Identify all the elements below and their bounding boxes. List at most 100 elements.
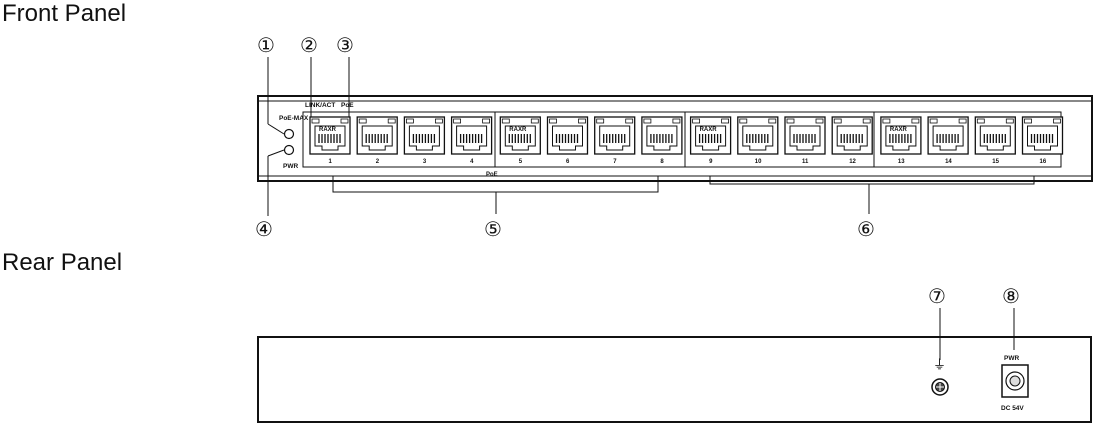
port-opening: [742, 125, 774, 151]
front-callouts: ① ② ③ ④ ⑤ ⑥: [255, 35, 1035, 241]
port-led: [768, 118, 777, 124]
port-number: 4: [470, 159, 474, 165]
port-led: [882, 118, 891, 124]
port-led: [530, 118, 539, 124]
rear-panel: ⏚ PWR DC 54V: [257, 336, 1092, 423]
port-opening: [1027, 125, 1058, 151]
port-number: 11: [802, 159, 809, 165]
port-led: [1005, 118, 1014, 124]
port-led: [1053, 118, 1061, 124]
rear-pwr-label: PWR: [1004, 355, 1019, 362]
callout-1: ①: [257, 35, 275, 57]
port-led: [786, 118, 795, 124]
poe-max-label: PoE-MAX: [279, 115, 309, 122]
port-number: 2: [376, 159, 380, 165]
poe-max-led: [283, 128, 295, 140]
bracket-uplink-ports: [709, 176, 1035, 185]
leader-line: [267, 149, 285, 157]
rj45-port: 6: [546, 116, 589, 165]
port-brand-label: RAXR: [700, 127, 718, 133]
port-brand-label: RAXR: [319, 127, 337, 133]
pwr-led: [283, 144, 295, 156]
port-led: [862, 118, 871, 124]
port-number: 16: [1040, 159, 1047, 165]
port-led: [358, 118, 367, 124]
rj45-port: 15: [974, 116, 1016, 165]
port-led: [311, 118, 320, 124]
port-number: 12: [849, 159, 856, 165]
port-led: [578, 118, 586, 124]
port-opening: [836, 125, 868, 151]
callout-2: ②: [300, 35, 318, 57]
callout-4: ④: [255, 219, 273, 241]
rj45-port: 8: [641, 116, 683, 165]
ground-symbol-icon: ⏚: [933, 357, 946, 372]
rj45-port: 12: [831, 116, 873, 165]
port-number: 7: [613, 159, 617, 165]
port-led: [911, 118, 920, 124]
port-led: [453, 118, 462, 124]
poe-led-label: PoE: [341, 102, 354, 109]
rear-chassis: [257, 336, 1092, 423]
port-led: [692, 118, 700, 124]
leader-line: [267, 123, 285, 135]
port-led: [340, 118, 349, 124]
port-number: 3: [423, 159, 427, 165]
rj45-port: RAXR 9: [689, 116, 732, 165]
port-led: [833, 118, 842, 124]
port-opening: [885, 125, 917, 151]
port-opening: [314, 125, 346, 151]
link-act-label: LINK/ACT: [305, 102, 335, 109]
port-led: [958, 118, 967, 124]
dc-jack-pin: [1009, 375, 1021, 387]
rj45-port: 10: [737, 116, 779, 165]
port-number: 6: [566, 159, 570, 165]
port-led: [721, 118, 729, 124]
port-number: 15: [992, 159, 999, 165]
port-led: [1024, 118, 1032, 124]
callout-6: ⑥: [857, 219, 875, 241]
port-opening: [361, 125, 393, 151]
port-led: [739, 118, 748, 124]
port-led: [405, 118, 414, 124]
port-led: [929, 118, 938, 124]
rj45-port: 7: [594, 116, 636, 165]
port-number: 1: [329, 159, 333, 165]
port-led: [976, 118, 985, 124]
port-led: [596, 118, 605, 124]
port-opening: [646, 125, 678, 151]
rear-callouts: ⑦ ⑧: [928, 286, 1020, 360]
port-opening: [552, 125, 583, 151]
port-opening: [599, 125, 631, 151]
port-opening: [504, 125, 536, 151]
rj45-port: 3: [403, 116, 446, 165]
rj45-port: 11: [784, 116, 826, 165]
port-number: 9: [709, 159, 713, 165]
port-led: [434, 118, 443, 124]
port-opening: [979, 125, 1011, 151]
port-brand-label: RAXR: [509, 127, 527, 133]
rj45-port: 16: [1021, 116, 1064, 165]
port-number: 10: [755, 159, 762, 165]
callout-7: ⑦: [928, 286, 946, 308]
port-led: [625, 118, 634, 124]
port-number: 8: [660, 159, 664, 165]
port-led: [482, 118, 491, 124]
port-number: 14: [945, 159, 952, 165]
front-panel-title: Front Panel: [2, 0, 127, 27]
pwr-label: PWR: [283, 163, 298, 170]
port-number: 5: [519, 159, 523, 165]
port-led: [672, 118, 681, 124]
port-number: 13: [898, 159, 905, 165]
poe-group-label: PoE: [486, 172, 498, 178]
port-led: [643, 118, 652, 124]
rj45-port: 4: [450, 116, 493, 165]
port-opening: [695, 125, 727, 151]
rj45-port: RAXR 1: [309, 116, 351, 165]
callout-3: ③: [336, 35, 354, 57]
port-opening: [456, 125, 488, 151]
rj45-port: 14: [927, 116, 969, 165]
port-opening: [789, 125, 821, 151]
